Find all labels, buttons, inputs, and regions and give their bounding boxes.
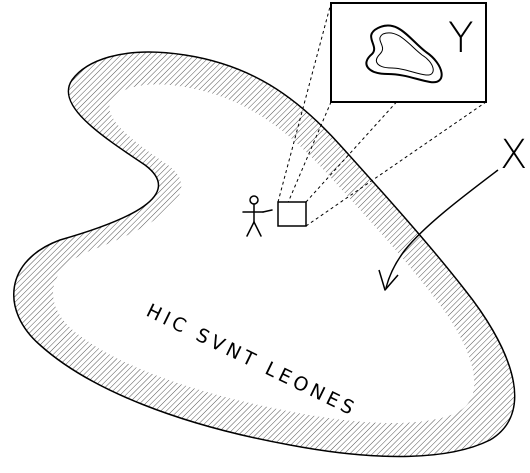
arrowhead-icon xyxy=(378,269,399,291)
island-outline xyxy=(13,51,516,458)
stick-figure-icon xyxy=(242,195,273,237)
inset-label-y: Y xyxy=(448,13,474,62)
pointer-label-x: X xyxy=(500,132,527,178)
pointer-arrow xyxy=(385,169,499,289)
inset-frame xyxy=(330,2,487,103)
island-interior xyxy=(53,84,475,424)
inset-panel: Y xyxy=(330,2,487,103)
picture-frame-icon xyxy=(277,201,307,227)
island-region xyxy=(13,51,516,458)
pointer-x: X xyxy=(378,132,527,291)
inset-island-outline xyxy=(365,24,443,84)
inset-island-inner xyxy=(376,32,434,76)
